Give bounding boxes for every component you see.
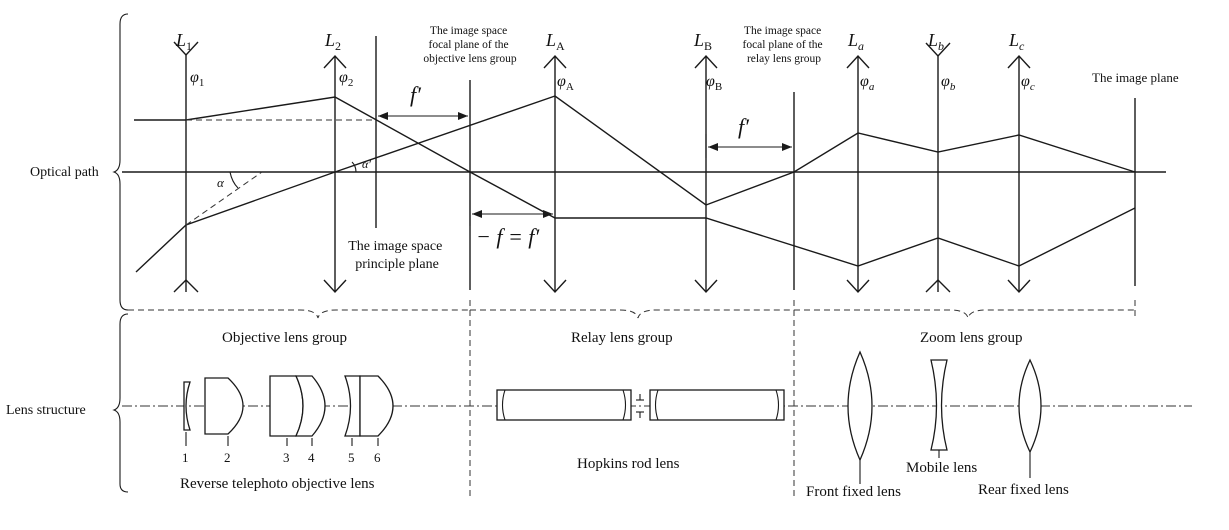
f-prime-relay-dimension (705, 134, 792, 158)
image-plane-annotation: The image plane (1092, 70, 1179, 85)
alpha-prime-label: α′ (362, 157, 371, 171)
ray-2-extension (185, 171, 263, 226)
phib-label: φb (941, 73, 956, 93)
lens-number-5: 5 (348, 450, 355, 465)
phiA-label: φA (557, 73, 574, 93)
f-prime-relay-label: f′ (738, 114, 750, 139)
objective-group-bracket (128, 309, 470, 319)
phi1-label: φ1 (190, 69, 204, 89)
neg-f-dimension (469, 200, 553, 226)
hopkins-rod-lens-right (649, 389, 785, 421)
lens-element-6 (359, 375, 394, 437)
lens-La (846, 54, 870, 294)
lens-number-6: 6 (374, 450, 381, 465)
lens-number-leaders (185, 432, 379, 446)
lens-LB (694, 54, 718, 294)
L2-label: L2 (324, 30, 341, 53)
rear-fixed-lens-label: Rear fixed lens (978, 482, 1069, 498)
Lc-label: Lc (1008, 30, 1025, 53)
lens-element-4 (294, 375, 326, 437)
lens-Lc (1007, 54, 1031, 294)
objective-group-label: Objective lens group (222, 330, 347, 346)
alpha-arc (229, 171, 239, 189)
mobile-lens-label: Mobile lens (906, 460, 977, 476)
LA-label: LA (545, 30, 565, 53)
f-prime-objective-label: f′ (410, 82, 422, 107)
ray-2 (135, 95, 1136, 273)
ray-1 (134, 96, 1136, 267)
phic-label: φc (1021, 73, 1035, 93)
alpha-label: α (217, 175, 225, 190)
hopkins-rod-lens-label: Hopkins rod lens (577, 456, 680, 472)
zoom-group-label: Zoom lens group (920, 330, 1023, 346)
lens-structure-label: Lens structure (6, 403, 86, 418)
relay-group-label: Relay lens group (571, 330, 673, 346)
relay-group-bracket (470, 309, 794, 319)
lens-L1 (173, 41, 199, 293)
lens-element-1 (183, 381, 191, 431)
lens-number-4: 4 (308, 450, 315, 465)
optical-path-brace (112, 13, 129, 311)
lens-number-2: 2 (224, 450, 231, 465)
rear-fixed-lens (1018, 358, 1042, 454)
phiB-label: φB (706, 73, 722, 93)
L1-label: L1 (175, 30, 192, 53)
LB-label: LB (693, 30, 712, 53)
principal-plane-annotation: The image space principle plane (348, 239, 446, 272)
f-prime-objective-dimension (378, 112, 468, 120)
lens-Lb (925, 42, 951, 293)
lens-element-3 (269, 375, 304, 437)
zoom-group-bracket (794, 309, 1135, 319)
alpha-prime-arc (351, 161, 357, 173)
lens-element-2 (204, 377, 244, 435)
hopkins-rod-lens-left (496, 389, 632, 421)
reverse-telephoto-label: Reverse telephoto objective lens (180, 476, 375, 492)
neg-f-equals-f-prime-label: − f = f′ (476, 224, 540, 249)
mobile-lens (930, 359, 948, 451)
front-fixed-lens (847, 350, 873, 462)
front-fixed-lens-label: Front fixed lens (806, 484, 901, 500)
lens-structure-brace (112, 313, 129, 493)
lens-element-5 (344, 375, 361, 437)
objective-focal-plane-annotation: The image space focal plane of the objec… (423, 25, 517, 65)
relay-focal-plane-annotation: The image space focal plane of the relay… (742, 25, 825, 65)
hopkins-gap-marker (636, 394, 644, 418)
optical-path-label: Optical path (30, 165, 99, 180)
La-label: La (847, 30, 864, 53)
lens-L2 (323, 54, 347, 294)
Lb-label: Lb (927, 30, 944, 53)
phi2-label: φ2 (339, 69, 353, 89)
phia-label: φa (860, 73, 875, 93)
lens-LA (543, 54, 567, 294)
lens-number-1: 1 (182, 450, 189, 465)
lens-number-3: 3 (283, 450, 290, 465)
